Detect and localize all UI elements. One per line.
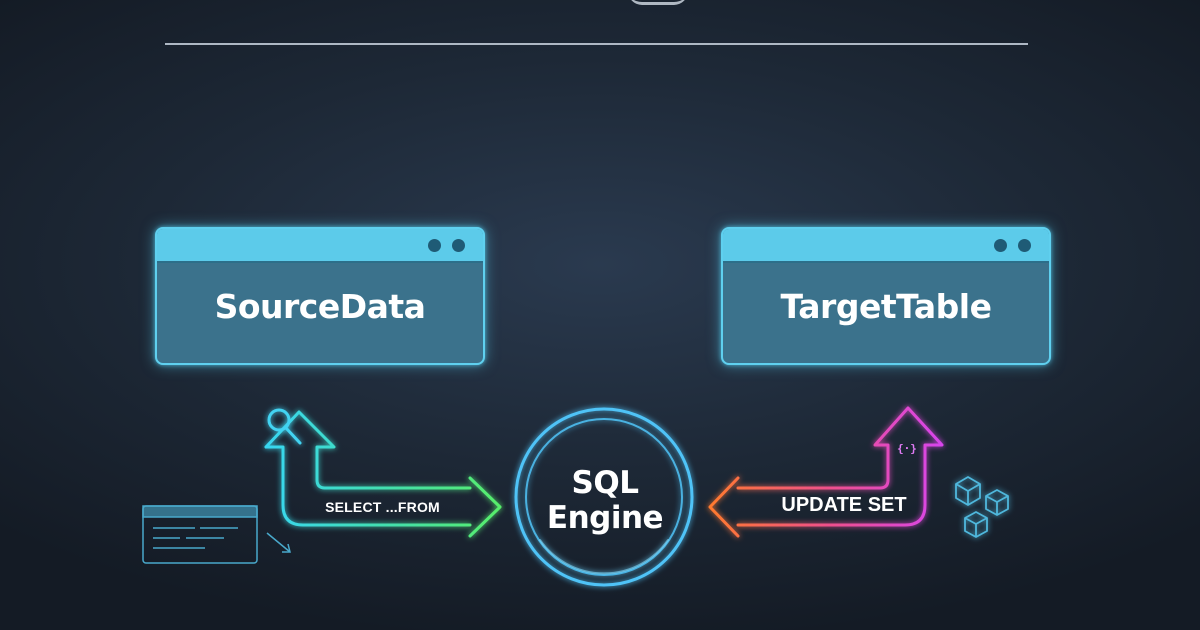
cropped-title-fragment — [628, 0, 688, 5]
code-braces-icon: {·} — [897, 442, 917, 455]
target-table-label: TargetTable — [780, 287, 992, 326]
magnifier-icon — [267, 408, 302, 445]
cubes-icon — [955, 476, 1009, 538]
window-dot-icon — [1018, 239, 1031, 252]
sql-engine-node: SQL Engine — [540, 466, 670, 536]
update-arrow — [708, 406, 944, 538]
select-arrow — [264, 410, 502, 538]
code-panel-icon — [142, 505, 291, 564]
target-table-node: TargetTable — [721, 227, 1051, 365]
source-data-label: SourceData — [214, 287, 426, 326]
source-data-node: SourceData — [155, 227, 485, 365]
select-from-label: SELECT ...FROM — [325, 499, 440, 515]
target-window-titlebar — [723, 229, 1049, 263]
window-dot-icon — [994, 239, 1007, 252]
update-set-label: UPDATE SET — [781, 494, 907, 516]
sql-engine-line2: Engine — [546, 500, 664, 536]
sql-engine-ring — [514, 407, 694, 587]
source-window-titlebar — [157, 229, 483, 263]
window-dot-icon — [428, 239, 441, 252]
window-dot-icon — [452, 239, 465, 252]
top-divider — [165, 43, 1028, 45]
sql-engine-line1: SQL — [571, 465, 639, 501]
